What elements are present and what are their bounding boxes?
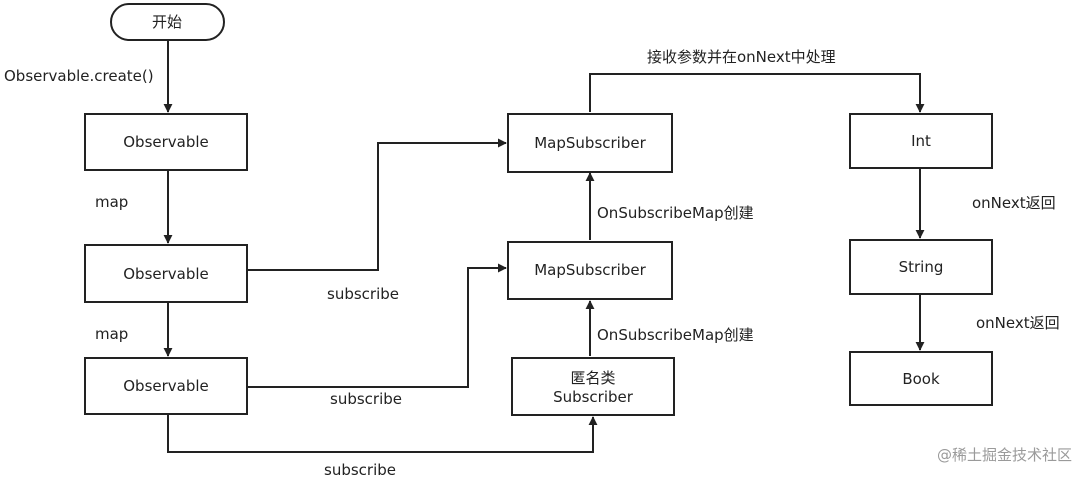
edge-label-map-2: map	[95, 325, 128, 343]
node-mapsubscriber-mid-label: MapSubscriber	[534, 261, 646, 279]
node-observable-3-label: Observable	[123, 377, 209, 395]
node-string-label: String	[899, 258, 944, 276]
edge-label-subscribe-3: subscribe	[324, 461, 396, 479]
node-anonymous-subscriber-label-line-1: 匿名类	[570, 369, 615, 387]
edge-mapsubscriber-top-to-int	[589, 73, 925, 113]
node-start	[110, 3, 225, 41]
node-anonymous-subscriber-label-line-2: Subscriber	[553, 388, 634, 406]
edge-label-on-subscribe-map-1: OnSubscribeMap创建	[597, 204, 754, 222]
node-observable-3	[84, 357, 248, 415]
node-labels: 开始 Observable Observable Observable MapS…	[123, 13, 943, 406]
node-start-label: 开始	[152, 13, 182, 31]
node-string	[849, 239, 993, 295]
node-observable-2	[84, 244, 248, 303]
node-book-label: Book	[902, 370, 940, 388]
edge-labels: Observable.create() map map subscribe su…	[4, 48, 1060, 479]
node-anonymous-subscriber	[511, 357, 675, 416]
edge-observable-2-to-mapsubscriber-top	[246, 138, 507, 271]
edge-observable-3-to-mapsubscriber-mid	[246, 263, 507, 388]
edge-label-create: Observable.create()	[4, 67, 154, 85]
edge-label-on-next-return-1: onNext返回	[972, 194, 1056, 212]
node-mapsubscriber-top-label: MapSubscriber	[534, 134, 646, 152]
connectors	[163, 40, 925, 453]
node-int	[849, 113, 993, 169]
edge-label-subscribe-2: subscribe	[330, 390, 402, 408]
edge-label-receive-params: 接收参数并在onNext中处理	[647, 48, 836, 66]
edge-label-subscribe-1: subscribe	[327, 285, 399, 303]
watermark: @稀土掘金技术社区	[937, 446, 1072, 464]
node-mapsubscriber-top	[507, 113, 673, 173]
edge-label-on-subscribe-map-2: OnSubscribeMap创建	[597, 326, 754, 344]
edge-label-on-next-return-2: onNext返回	[976, 314, 1060, 332]
node-observable-2-label: Observable	[123, 265, 209, 283]
nodes	[84, 3, 993, 416]
edge-observable-3-to-anonymous-subscriber	[167, 414, 598, 453]
node-book	[849, 351, 993, 406]
node-observable-1-label: Observable	[123, 133, 209, 151]
node-observable-1	[84, 113, 248, 171]
node-int-label: Int	[911, 132, 931, 150]
edge-label-map-1: map	[95, 193, 128, 211]
node-mapsubscriber-mid	[507, 241, 673, 300]
